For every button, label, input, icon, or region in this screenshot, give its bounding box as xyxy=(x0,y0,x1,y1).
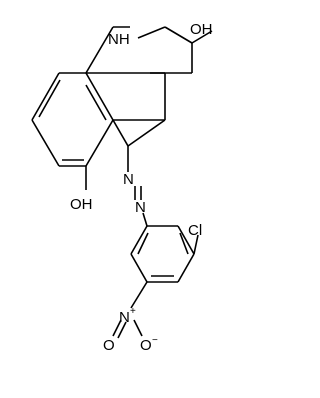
nitro-o-top-label: O xyxy=(103,337,115,354)
nitro-o-right-label: O xyxy=(140,337,152,354)
azo-n1-label: N xyxy=(123,171,134,188)
oh-label-left: OH xyxy=(70,196,93,213)
nh-label: NH xyxy=(108,31,130,48)
nitro-bonds xyxy=(112,319,143,339)
cl-label: Cl xyxy=(188,222,202,239)
middle-ring-bonds xyxy=(85,26,166,147)
nitro-n-label: N xyxy=(119,309,130,326)
azo-bonds xyxy=(127,146,148,227)
oh-label-top: OH xyxy=(190,21,213,38)
saturated-ring-bonds xyxy=(137,26,213,74)
azo-n2-label: N xyxy=(135,199,146,216)
aryl-ring-bonds xyxy=(130,225,199,309)
molecule-diagram: NH OH OH N N Cl N + O O − xyxy=(31,21,213,354)
nitro-n-charge: + xyxy=(130,306,136,317)
structure-svg: NH OH OH N N Cl N + O O − xyxy=(31,21,213,354)
nitro-o-charge: − xyxy=(152,335,158,346)
benzo-ring-bonds xyxy=(31,72,114,167)
